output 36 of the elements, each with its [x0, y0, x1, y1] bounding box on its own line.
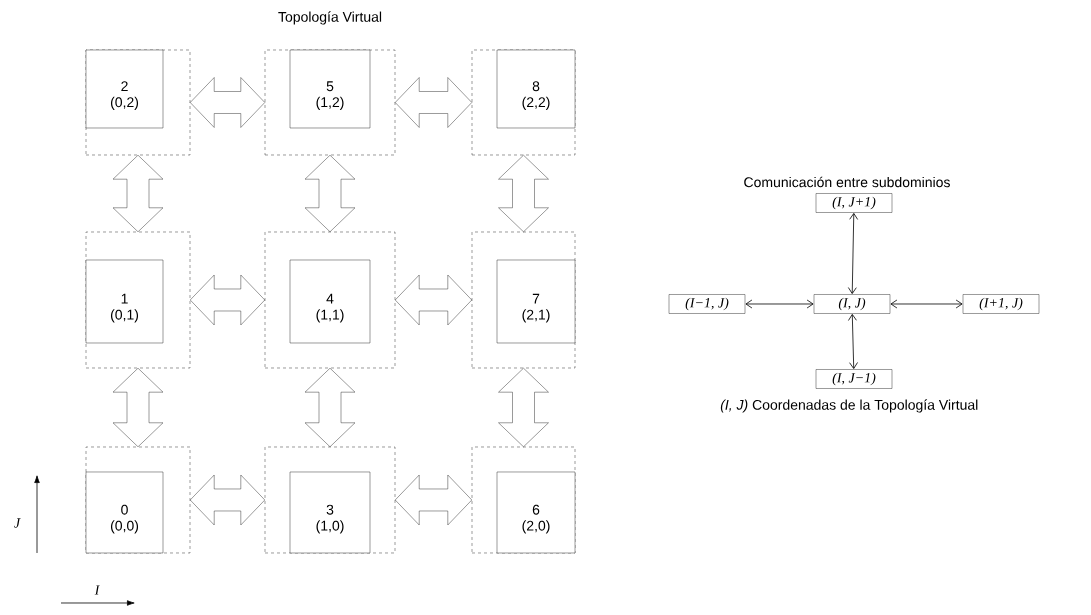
coordinate-box: (I+1, J) [962, 294, 1040, 314]
block-arrow [190, 77, 265, 128]
coordinate-box: (I, J−1) [815, 369, 893, 389]
coordinate-box: (I, J+1) [815, 193, 893, 213]
process-box: 6 (2,0) [496, 471, 576, 554]
note: (I, J) Coordenadas de la Topología Virtual [720, 399, 978, 413]
block-arrow [498, 368, 549, 447]
subtitle: Comunicación entre subdominios [744, 176, 950, 188]
dashed-region [264, 231, 396, 369]
block-arrow [395, 274, 472, 326]
coordinate-box: (I−1, J) [668, 294, 746, 314]
block-arrow [304, 155, 356, 232]
process-box: 7 (2,1) [496, 259, 576, 344]
title: Topología Virtual [278, 11, 382, 25]
axis-label: J [14, 518, 21, 528]
arrow [890, 299, 963, 309]
process-box: 5 (1,2) [289, 49, 371, 129]
arrow [745, 299, 814, 309]
process-box: 0 (0,0) [85, 471, 164, 554]
process-box: 8 (2,2) [496, 49, 576, 129]
coordinate-box: (I, J) [813, 294, 891, 314]
block-arrow [112, 155, 164, 232]
arrow [848, 314, 858, 369]
block-arrow [190, 274, 265, 326]
process-box: 4 (1,1) [289, 259, 371, 344]
block-arrow [395, 474, 472, 526]
arrow [847, 213, 859, 294]
process-box: 1 (0,1) [85, 259, 164, 344]
process-box: 2 (0,2) [85, 49, 164, 129]
axis-label: I [94, 585, 100, 595]
process-box: 3 (1,0) [289, 471, 371, 554]
block-arrow [395, 77, 472, 128]
block-arrow [304, 368, 356, 447]
block-arrow [112, 368, 164, 447]
block-arrow [498, 155, 549, 232]
block-arrow [190, 474, 265, 526]
